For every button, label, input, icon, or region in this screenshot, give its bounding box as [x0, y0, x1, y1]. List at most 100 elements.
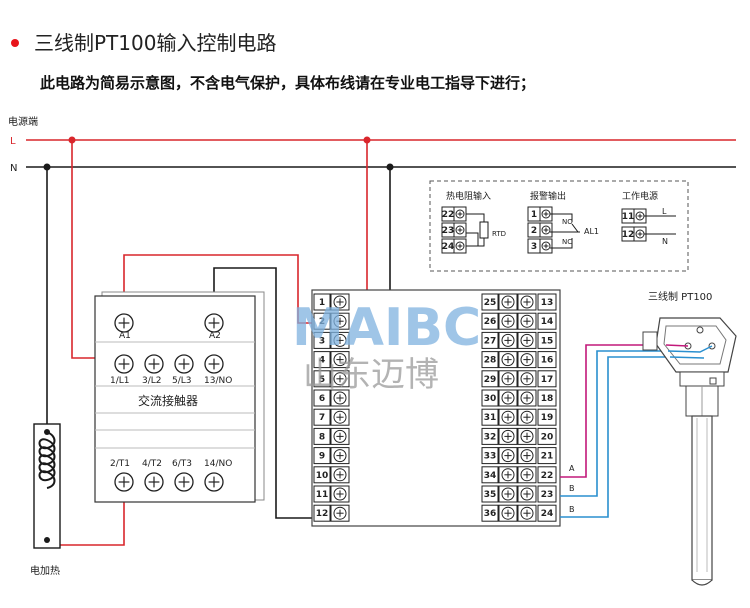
heater-coil: [38, 431, 56, 489]
screw-terminal: [517, 370, 537, 388]
screw-terminal: [498, 485, 518, 503]
terminal-number-box: [313, 504, 331, 522]
sensor-wire-label: A: [569, 464, 575, 473]
screw-terminal: [174, 472, 194, 492]
terminal-number: 14: [541, 317, 554, 327]
terminal-number-box: [481, 389, 499, 407]
terminal-number: 3: [531, 242, 537, 252]
sensor-wire-label: B: [569, 505, 575, 514]
terminal-number-box: [313, 351, 331, 369]
terminal-number: 13: [541, 298, 554, 308]
terminal-number: 7: [319, 413, 325, 423]
terminal-number: 24: [442, 242, 455, 252]
screw-terminal: [517, 447, 537, 465]
contactor-name: 交流接触器: [138, 393, 198, 408]
screw-terminal: [498, 447, 518, 465]
screw-terminal: [330, 408, 350, 426]
screw-terminal: [204, 354, 224, 374]
coil-label-A1: A1: [119, 331, 131, 341]
heater-label: 电加热: [30, 564, 60, 577]
heater-dot: [44, 537, 50, 543]
legend-alarm-title: 报警输出: [530, 190, 566, 202]
power-N-label: N: [10, 163, 17, 174]
terminal-number-box: [313, 466, 331, 484]
wire-A1-to-t2: [123, 254, 322, 324]
terminal-number: 21: [541, 452, 554, 462]
terminal-number-box: [313, 389, 331, 407]
screw-terminal: [174, 354, 194, 374]
terminal-number: 10: [316, 471, 329, 481]
screw-terminal: [144, 472, 164, 492]
screw-terminal: [330, 389, 350, 407]
terminal-number: 31: [484, 413, 497, 423]
terminal-number-box: [481, 351, 499, 369]
screw-terminal: [539, 222, 553, 238]
screw-terminal: [517, 389, 537, 407]
pt100-sensor: [642, 317, 737, 586]
alarm-wire: [550, 213, 573, 222]
sensor-wire-A: [560, 344, 666, 478]
terminal-number: 33: [484, 452, 497, 462]
terminal-number-box: [537, 504, 557, 522]
screw-terminal: [330, 331, 350, 349]
terminal-number: 3: [319, 336, 325, 346]
screw-terminal: [498, 504, 518, 522]
terminal-number-box: [313, 447, 331, 465]
screw-terminal: [517, 293, 537, 311]
top-terminal-label: 13/NO: [204, 376, 232, 386]
terminal-number-box: [481, 370, 499, 388]
screw-terminal: [453, 238, 467, 254]
terminal-number: 15: [541, 336, 554, 346]
legend-power-N: N: [662, 237, 668, 246]
watermark-cn: 山东迈博: [303, 355, 439, 395]
terminal-number-box: [537, 351, 557, 369]
bottom-terminal-label: 14/NO: [204, 459, 232, 469]
heater-dot: [44, 429, 50, 435]
terminal-number: 26: [484, 317, 497, 327]
terminal-number: 22: [442, 210, 455, 220]
screw-terminal: [114, 313, 134, 333]
terminal-number: 6: [319, 394, 325, 404]
terminal-number-box: [481, 312, 499, 330]
alarm-no-label: NO: [562, 218, 573, 226]
title-bullet: [11, 39, 19, 47]
terminal-number-box: [537, 447, 557, 465]
screw-terminal: [330, 351, 350, 369]
terminal-number-box: [481, 293, 499, 311]
screw-terminal: [114, 354, 134, 374]
watermark-en: MAIBC: [292, 298, 481, 358]
terminal-number-box: [537, 466, 557, 484]
terminal-number: 29: [484, 375, 497, 385]
terminal-number-box: [537, 370, 557, 388]
terminal-number: 5: [319, 375, 325, 385]
terminal-number-box: [481, 504, 499, 522]
screw-terminal: [498, 351, 518, 369]
terminal-number: 24: [541, 509, 554, 519]
screw-terminal: [114, 472, 134, 492]
screw-terminal: [330, 466, 350, 484]
bottom-terminal-label: 2/T1: [110, 459, 130, 469]
screw-terminal: [517, 408, 537, 426]
terminal-number: 17: [541, 375, 554, 385]
terminal-number: 22: [541, 471, 554, 481]
screw-terminal: [517, 485, 537, 503]
screw-terminal: [330, 312, 350, 330]
terminal-number-box: [313, 370, 331, 388]
alarm-nc-label: NC: [562, 238, 572, 246]
screw-terminal: [330, 504, 350, 522]
terminal-number-box: [481, 408, 499, 426]
terminal-number: 36: [484, 509, 497, 519]
terminal-number: 18: [541, 394, 554, 404]
terminal-number: 35: [484, 490, 497, 500]
screw-terminal: [330, 370, 350, 388]
screw-terminal: [498, 466, 518, 484]
terminal-number-box: [537, 312, 557, 330]
power-L-label: L: [10, 136, 16, 147]
terminal-number: 32: [484, 432, 497, 442]
screw-terminal: [144, 354, 164, 374]
sensor-wire-B2: [560, 356, 670, 518]
heater-box: [33, 423, 61, 549]
